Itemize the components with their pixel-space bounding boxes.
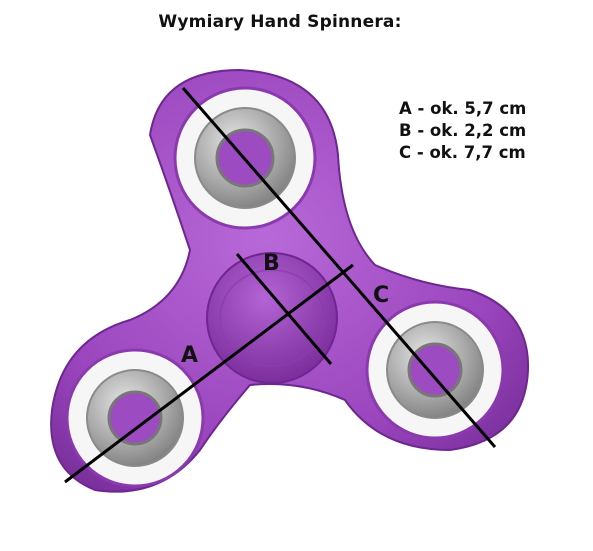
legend-item-c: C - ok. 7,7 cm: [399, 143, 526, 162]
right-bearing: [365, 300, 505, 440]
legend-item-b: B - ok. 2,2 cm: [399, 121, 527, 140]
dimension-line-c: [181, 87, 497, 448]
label-c: C: [373, 283, 389, 308]
label-b: B: [263, 251, 280, 276]
left-bearing: [65, 348, 205, 488]
legend-item-a: A - ok. 5,7 cm: [399, 99, 527, 118]
label-a: A: [181, 343, 198, 368]
dimensions-legend: A - ok. 5,7 cm B - ok. 2,2 cm C - ok. 7,…: [399, 98, 526, 164]
dimension-line-b: [235, 253, 333, 365]
dimension-line-a: [64, 263, 354, 484]
diagram-title: Wymiary Hand Spinnera:: [158, 12, 402, 32]
